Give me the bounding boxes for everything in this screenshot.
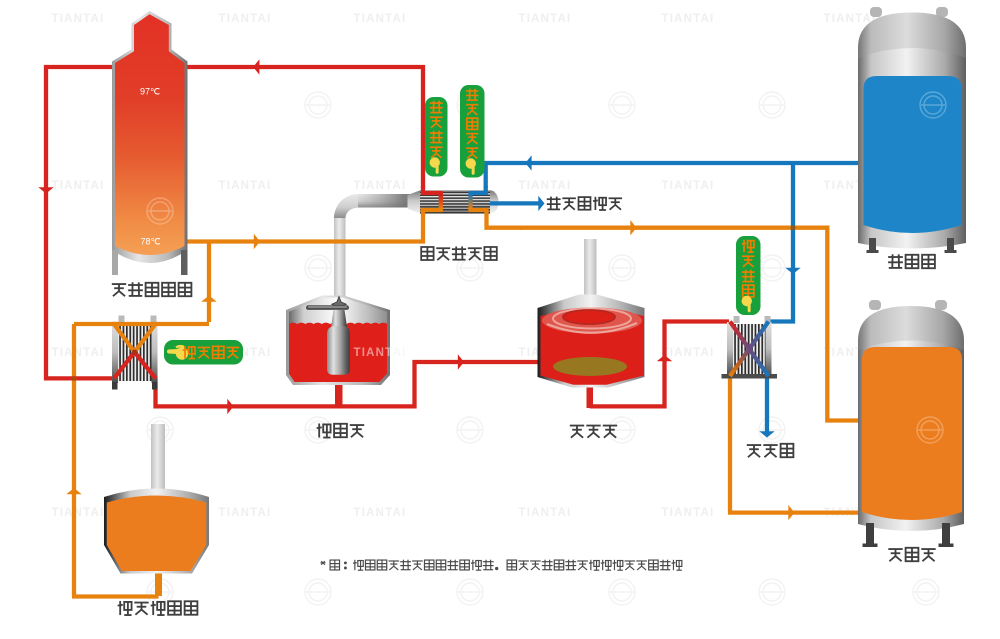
svg-text:TIANTAI: TIANTAI bbox=[354, 347, 407, 359]
svg-text:TIANTAI: TIANTAI bbox=[354, 180, 407, 192]
svg-text:TIANTAI: TIANTAI bbox=[519, 180, 572, 192]
svg-text:TIANTAI: TIANTAI bbox=[354, 13, 407, 25]
svg-text:TIANTAI: TIANTAI bbox=[662, 13, 715, 25]
svg-text:TIANTAI: TIANTAI bbox=[219, 180, 272, 192]
svg-text:TIANTAI: TIANTAI bbox=[219, 507, 272, 519]
svg-text:TIANTAI: TIANTAI bbox=[519, 13, 572, 25]
svg-text:78℃: 78℃ bbox=[140, 237, 160, 247]
svg-text:TIANTAI: TIANTAI bbox=[662, 347, 715, 359]
svg-text:TIANTAI: TIANTAI bbox=[662, 180, 715, 192]
svg-text:TIANTAI: TIANTAI bbox=[354, 507, 407, 519]
svg-text:97℃: 97℃ bbox=[140, 87, 160, 97]
svg-text:TIANTAI: TIANTAI bbox=[824, 13, 877, 25]
svg-text:TIANTAI: TIANTAI bbox=[52, 507, 105, 519]
svg-text:TIANTAI: TIANTAI bbox=[52, 13, 105, 25]
svg-text:TIANTAI: TIANTAI bbox=[52, 180, 105, 192]
svg-text:TIANTAI: TIANTAI bbox=[219, 13, 272, 25]
svg-text:TIANTAI: TIANTAI bbox=[519, 507, 572, 519]
svg-text:TIANTAI: TIANTAI bbox=[52, 347, 105, 359]
svg-text:TIANTAI: TIANTAI bbox=[662, 507, 715, 519]
